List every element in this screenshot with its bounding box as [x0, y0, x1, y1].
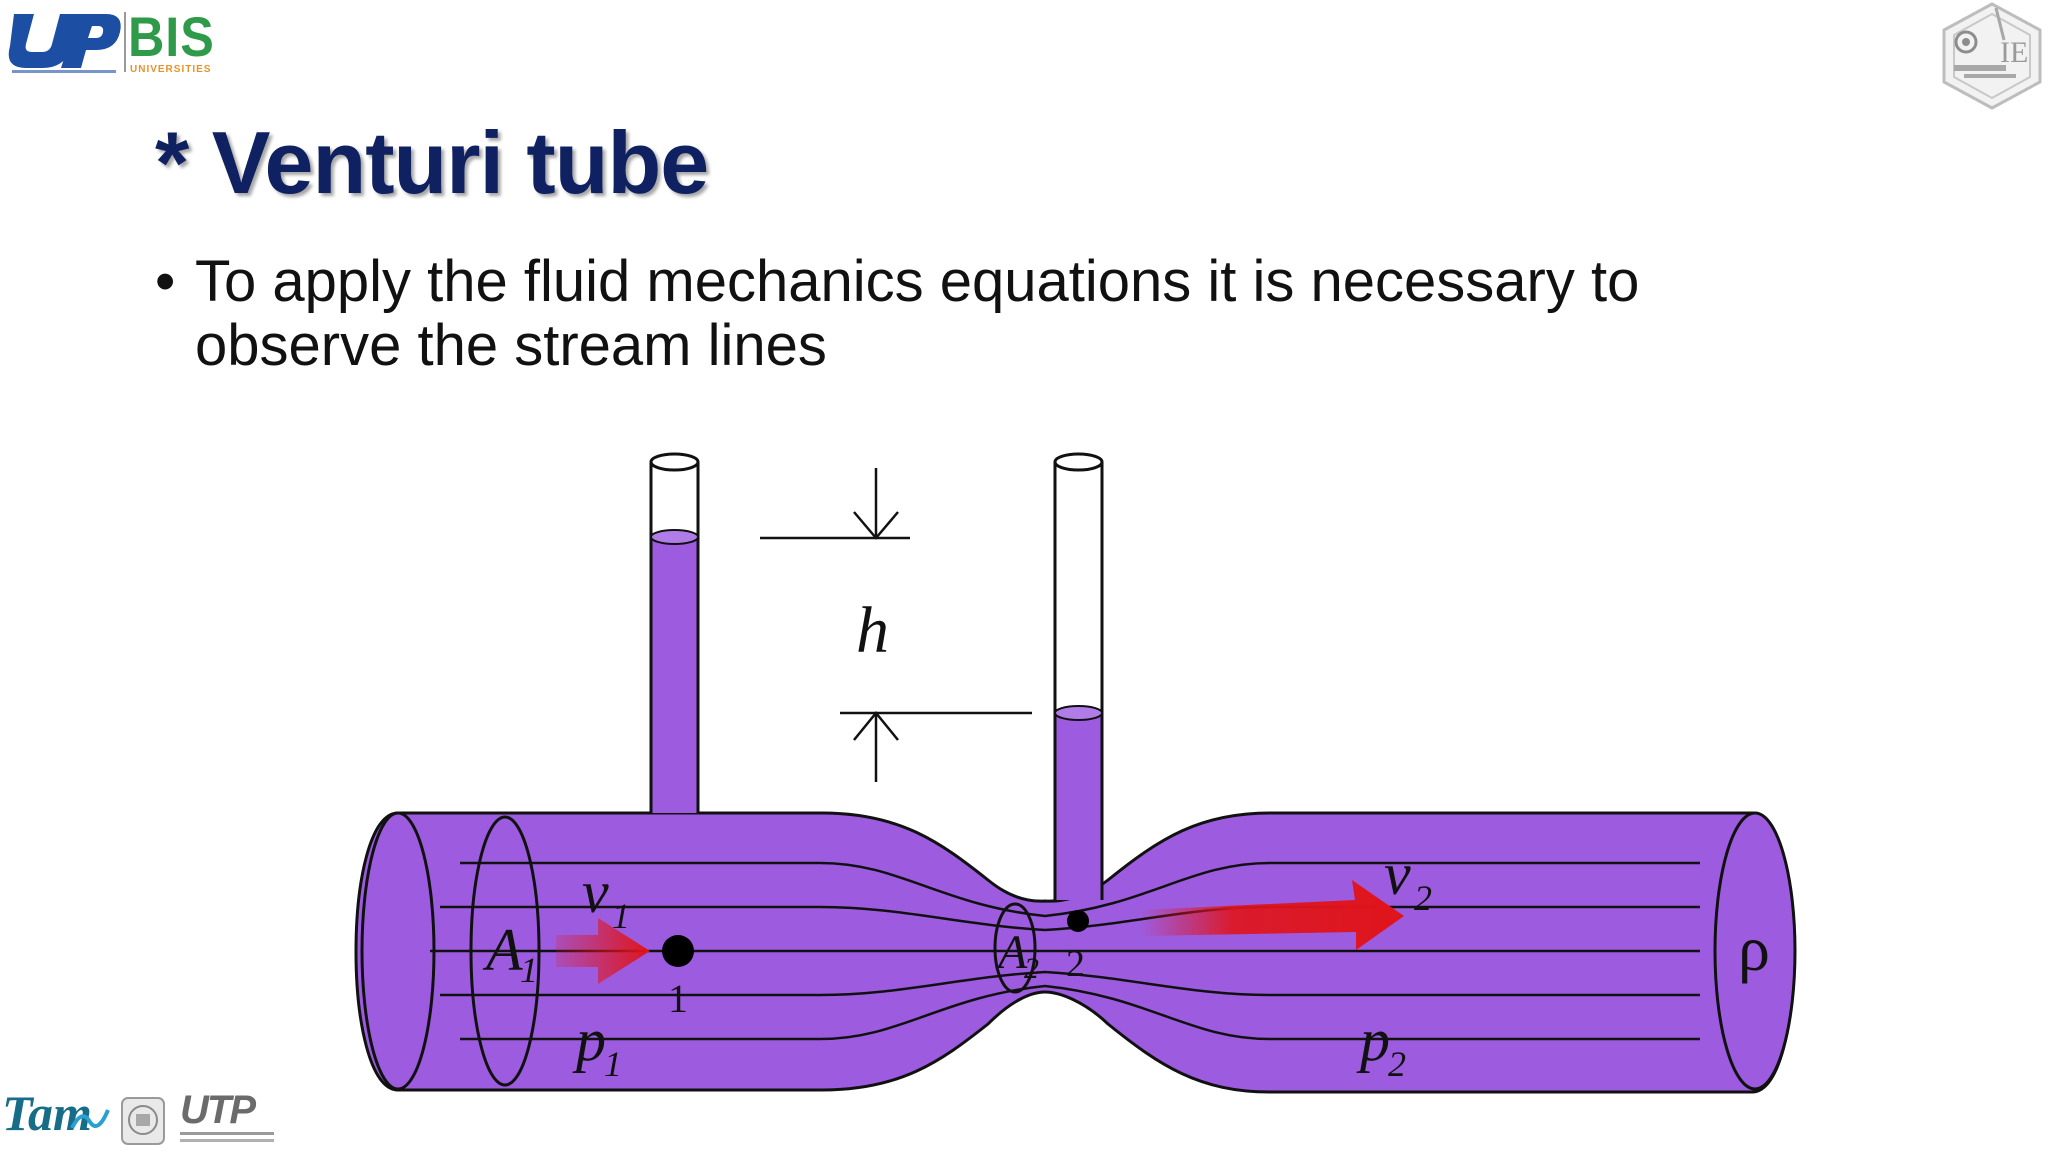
left-tube-meniscus — [650, 529, 699, 545]
bullet-glyph: • — [155, 249, 176, 314]
logo-up: UP — [6, 6, 124, 78]
label-p1-sub: 1 — [604, 1044, 622, 1084]
logo-utp-text: UTP — [180, 1088, 256, 1132]
velocity-arrow-1 — [556, 918, 650, 984]
logo-seal — [118, 1094, 168, 1148]
right-tube-fluid — [1055, 711, 1102, 900]
point-1-marker — [662, 935, 694, 967]
label-p2: p — [1356, 1007, 1390, 1073]
tube-body — [354, 811, 1796, 1094]
point-2-marker — [1067, 910, 1089, 932]
logo-up-icon — [8, 14, 121, 73]
right-tube-empty — [1055, 462, 1102, 711]
label-a1-sub: 1 — [520, 950, 538, 990]
logo-tam: Tam — [0, 1080, 116, 1152]
logo-tam-wave-icon — [70, 1109, 110, 1129]
logo-utp: UTP — [176, 1088, 280, 1152]
label-a1: A — [482, 917, 523, 983]
label-point-2: 2 — [1066, 943, 1085, 985]
label-p1: p — [572, 1007, 606, 1073]
left-tube-top — [649, 452, 700, 472]
label-v1-sub: 1 — [612, 896, 630, 936]
left-tube-empty — [651, 462, 698, 535]
tube-right-end — [1713, 811, 1797, 1091]
label-v2-sub: 2 — [1414, 878, 1432, 918]
left-tube-fluid — [651, 535, 698, 813]
logo-bis-sub: UNIVERSITIES — [130, 64, 212, 75]
logo-utp-caption — [180, 1132, 274, 1135]
tube-left-end — [360, 811, 436, 1091]
velocity-arrow-2 — [1140, 880, 1404, 950]
label-a2-sub: 2 — [1024, 952, 1039, 985]
height-dimension — [760, 468, 1032, 782]
logo-ie: IE — [1936, 0, 2048, 112]
seal-icon — [121, 1097, 165, 1145]
label-v2: v — [1384, 841, 1411, 907]
logo-ie-text: IE — [2000, 36, 2029, 69]
label-a2: A — [995, 926, 1028, 979]
bullet-text: To apply the fluid mechanics equations i… — [195, 249, 1640, 378]
logo-tam-text: Tam — [2, 1085, 92, 1141]
logo-ie-icon — [1942, 2, 2042, 110]
bullet-item: • To apply the fluid mechanics equations… — [155, 250, 1755, 378]
cross-section-a2 — [993, 902, 1037, 994]
logo-bis-text: BIS — [128, 5, 215, 68]
right-tube-top — [1053, 452, 1104, 472]
logo-bis: BIS UNIVERSITIES — [128, 4, 228, 80]
logo-divider — [124, 12, 126, 72]
slide-title: * Venturi tube — [155, 113, 709, 212]
label-p2-sub: 2 — [1388, 1044, 1406, 1084]
label-v1: v — [582, 859, 609, 925]
label-rho: ρ — [1738, 913, 1770, 984]
right-tube-meniscus — [1054, 705, 1103, 721]
label-point-1: 1 — [668, 976, 688, 1021]
label-h: h — [856, 594, 889, 667]
